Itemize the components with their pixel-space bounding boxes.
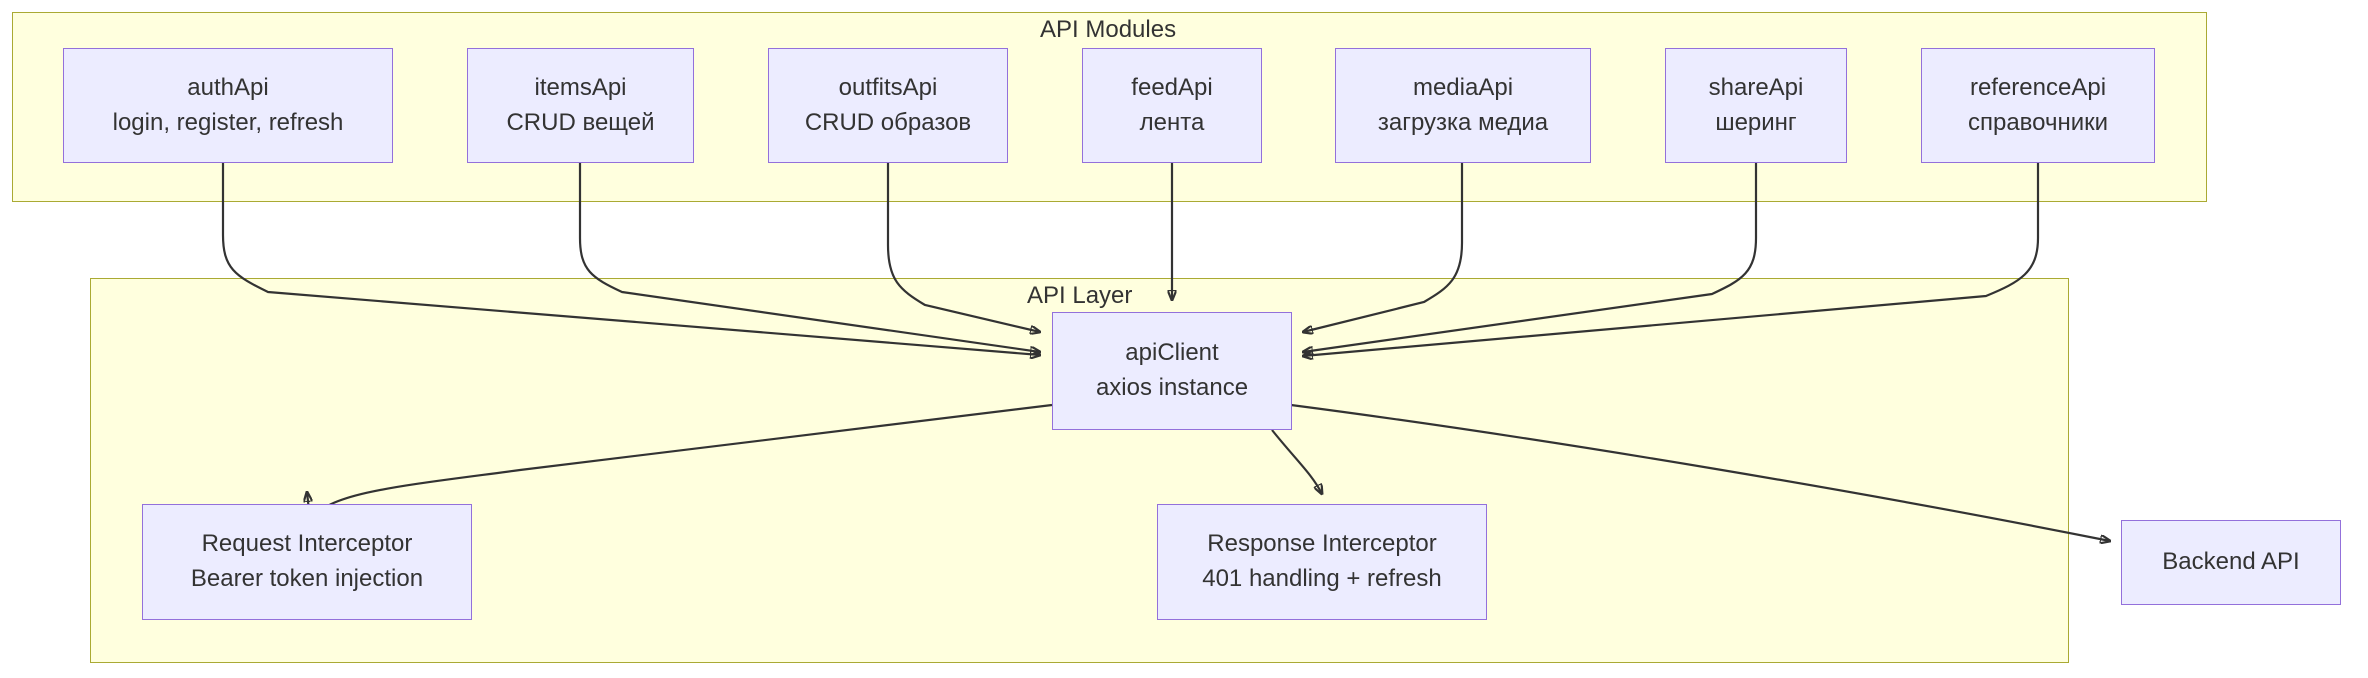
node-feedapi-line2: лента — [1139, 108, 1205, 136]
node-outfitsapi[interactable]: outfitsApi CRUD образов — [768, 48, 1008, 163]
cluster-api-modules-label: API Modules — [1040, 16, 1177, 43]
node-request-interceptor-line1: Request Interceptor — [201, 530, 413, 558]
node-feedapi-line1: feedApi — [1131, 73, 1213, 101]
node-mediaapi-line2: загрузка медиа — [1377, 108, 1549, 136]
cluster-api-layer-label: API Layer — [1027, 282, 1133, 309]
node-outfitsapi-line2: CRUD образов — [804, 108, 972, 136]
node-shareapi-line1: shareApi — [1708, 73, 1804, 101]
node-mediaapi[interactable]: mediaApi загрузка медиа — [1335, 48, 1591, 163]
node-response-interceptor[interactable]: Response Interceptor 401 handling + refr… — [1157, 504, 1487, 620]
node-outfitsapi-line1: outfitsApi — [838, 73, 938, 101]
node-response-interceptor-line2: 401 handling + refresh — [1202, 565, 1442, 592]
node-apiclient-line2: axios instance — [1095, 374, 1249, 401]
node-referenceapi-line2: справочники — [1967, 108, 2109, 136]
node-referenceapi[interactable]: referenceApi справочники — [1921, 48, 2155, 163]
node-authapi-line1: authApi — [187, 73, 269, 101]
node-referenceapi-line1: referenceApi — [1969, 73, 2107, 101]
node-shareapi[interactable]: shareApi шеринг — [1665, 48, 1847, 163]
node-authapi[interactable]: authApi login, register, refresh — [63, 48, 393, 163]
node-mediaapi-line1: mediaApi — [1412, 73, 1514, 101]
node-itemsapi-line2: CRUD вещей — [506, 108, 655, 136]
node-feedapi[interactable]: feedApi лента — [1082, 48, 1262, 163]
node-request-interceptor[interactable]: Request Interceptor Bearer token injecti… — [142, 504, 472, 620]
node-backend-api[interactable]: Backend API — [2121, 520, 2341, 605]
node-apiclient[interactable]: apiClient axios instance — [1052, 312, 1292, 430]
node-itemsapi[interactable]: itemsApi CRUD вещей — [467, 48, 694, 163]
node-authapi-line2: login, register, refresh — [112, 108, 344, 136]
node-shareapi-line2: шеринг — [1715, 108, 1797, 136]
node-response-interceptor-line1: Response Interceptor — [1207, 530, 1437, 558]
node-request-interceptor-line2: Bearer token injection — [190, 565, 424, 592]
node-apiclient-line1: apiClient — [1125, 339, 1219, 367]
node-itemsapi-line1: itemsApi — [534, 73, 627, 101]
node-backend-api-line1: Backend API — [2162, 548, 2300, 576]
